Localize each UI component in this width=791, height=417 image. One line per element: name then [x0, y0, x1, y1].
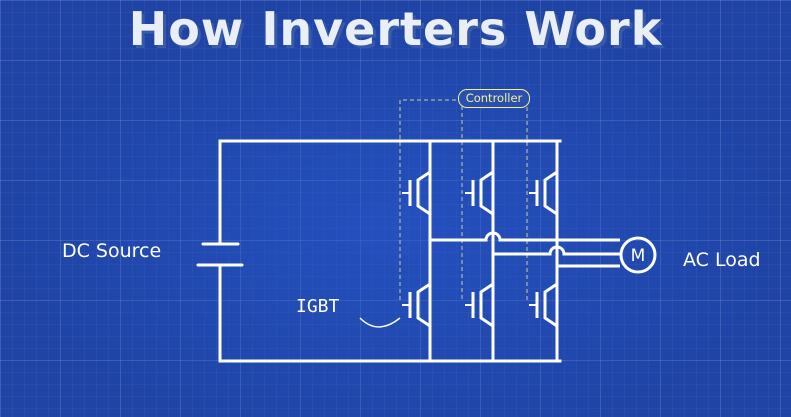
- igbt-transistor-icon: [465, 170, 494, 216]
- ac-load-label: AC Load: [683, 249, 761, 271]
- igbt-transistor-icon: [529, 170, 558, 216]
- igbt-transistor-icon: [465, 282, 494, 328]
- igbt-transistor-icon: [529, 282, 558, 328]
- battery-icon: [196, 242, 244, 267]
- gate-line-phase-a: [399, 99, 458, 300]
- ac-output-lines: [430, 231, 620, 268]
- phase-b-output: [493, 245, 620, 256]
- dc-source-label: DC Source: [62, 240, 162, 262]
- motor-icon: [619, 236, 657, 274]
- page-title: How Inverters Work: [128, 2, 663, 56]
- phase-a-output: [430, 231, 620, 242]
- motor-label: M: [630, 246, 646, 266]
- dc-bus-wiring: [218, 139, 562, 363]
- igbt-pointer-line: [359, 317, 401, 328]
- controller-signal-lines: [399, 99, 528, 300]
- igbt-transistor-icon: [402, 170, 431, 216]
- igbt-label: IGBT: [296, 296, 340, 317]
- controller-label: Controller: [458, 89, 530, 108]
- igbt-transistor-icon: [402, 282, 431, 328]
